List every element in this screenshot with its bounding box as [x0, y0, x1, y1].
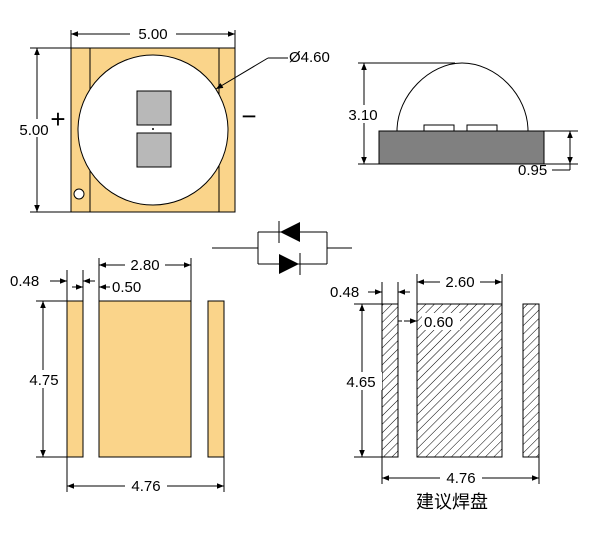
diode-bottom-triangle — [279, 254, 299, 274]
diode-symbol — [212, 221, 352, 275]
top-view: 5.00 5.00 + − Ø4.60 — [17, 24, 330, 213]
diameter-label: Ø4.60 — [289, 49, 330, 66]
fp-center-label: 2.60 — [445, 274, 474, 291]
dome-lens — [396, 62, 529, 132]
footprint-caption: 建议焊盘 — [416, 492, 488, 513]
side-view: 3.10 0.95 — [345, 62, 578, 179]
pad-left — [66, 300, 84, 458]
bottom-view: 0.48 2.80 0.50 4.75 4.76 — [10, 256, 225, 495]
chip-lower — [136, 132, 172, 168]
polarity-marker — [73, 188, 85, 200]
minus-sign: − — [241, 101, 256, 131]
pad-center — [98, 300, 192, 458]
bv-center-label: 2.80 — [130, 257, 159, 274]
bv-spacing-label: 0.50 — [112, 279, 141, 296]
top-width-label-bg — [130, 24, 176, 42]
side-height-label: 3.10 — [348, 107, 377, 124]
fp-height-label-bg — [342, 372, 382, 390]
plus-sign: + — [50, 104, 65, 134]
diameter-leader — [215, 57, 269, 90]
fp-spacing-label-bg — [422, 313, 460, 330]
fp-center-label-bg — [440, 273, 480, 290]
package-base — [378, 130, 545, 165]
fp-height-label: 4.65 — [346, 374, 375, 391]
fp-total-label: 4.76 — [446, 470, 475, 487]
diode-top-triangle — [280, 222, 300, 242]
bv-height-label: 4.75 — [29, 372, 58, 389]
bv-total-label: 4.76 — [131, 478, 160, 495]
side-base-label: 0.95 — [518, 162, 547, 179]
bv-center-label-bg — [125, 256, 165, 273]
pad-right — [207, 300, 225, 458]
bv-height-label-bg — [24, 370, 64, 388]
bv-gap-label: 0.48 — [10, 273, 39, 290]
fp-pad-right — [522, 303, 540, 458]
fp-total-label-bg — [440, 469, 482, 486]
chip-upper — [136, 90, 172, 126]
bv-total-label-bg — [125, 477, 167, 494]
top-height-label: 5.00 — [19, 122, 48, 139]
top-height-label-bg — [17, 119, 57, 137]
fp-gap-label: 0.48 — [330, 284, 359, 301]
recommended-footprint: 0.48 2.60 0.60 4.65 4.76 建议焊盘 — [330, 273, 540, 513]
fp-spacing-label: 0.60 — [424, 314, 453, 331]
side-height-label-bg — [345, 105, 383, 123]
top-width-label: 5.00 — [138, 26, 167, 43]
chip-dot — [152, 128, 154, 130]
fp-pad-left — [381, 303, 399, 458]
